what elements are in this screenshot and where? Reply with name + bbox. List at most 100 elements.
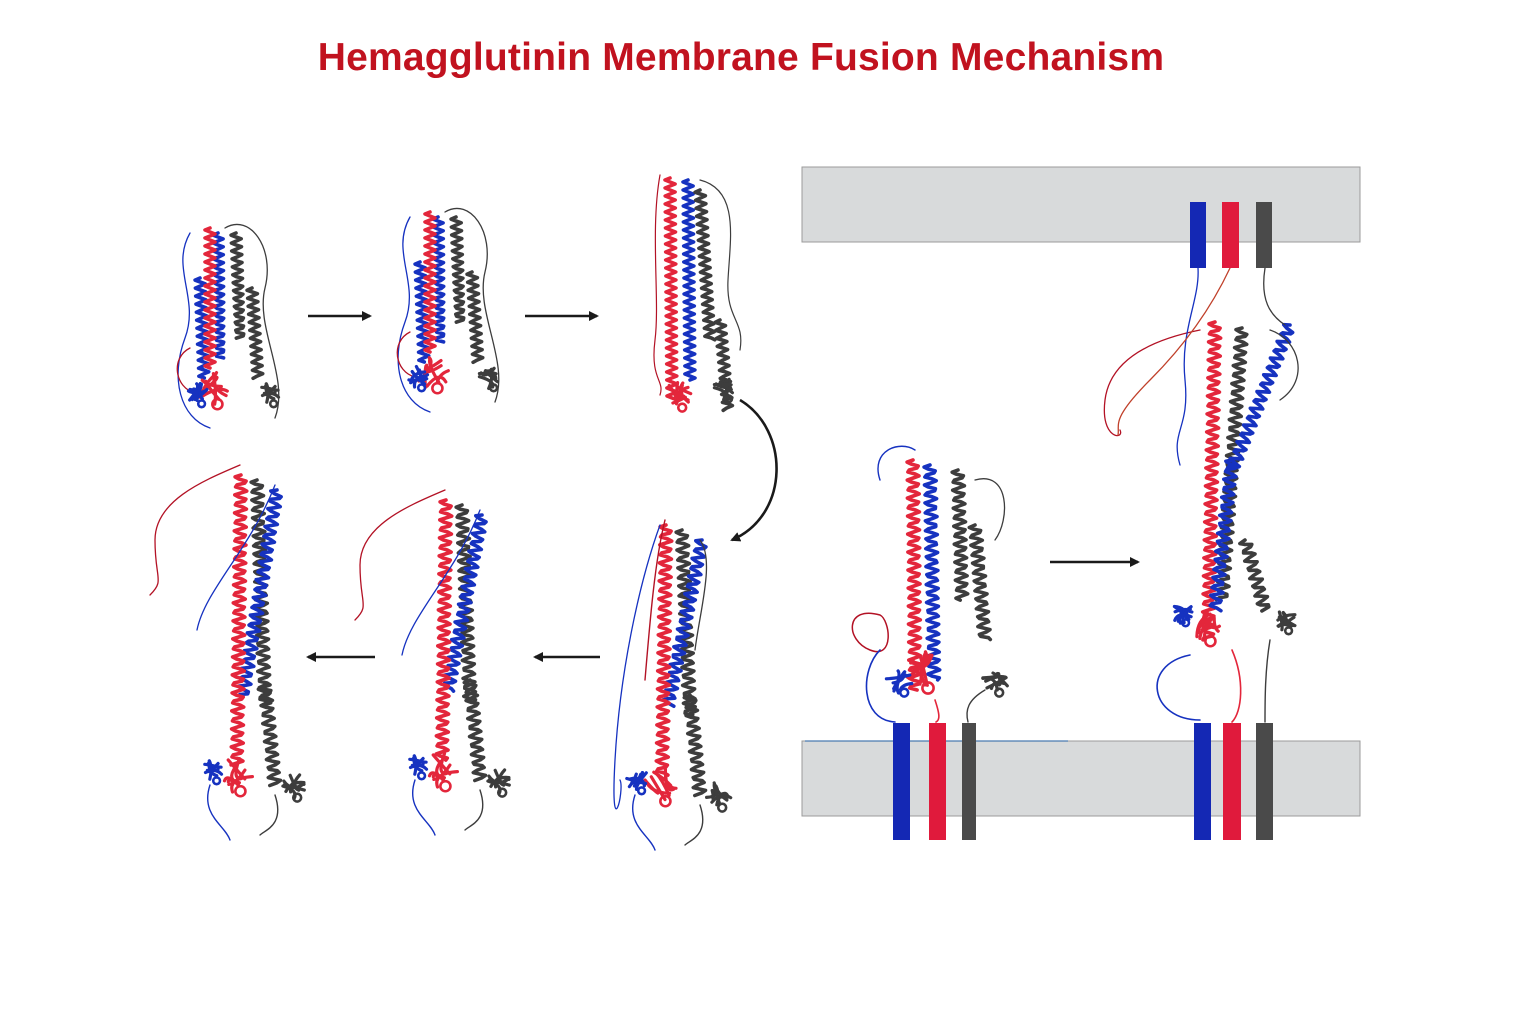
blue-linker — [1156, 654, 1201, 721]
red-linker — [934, 699, 940, 723]
gray-tail — [259, 794, 279, 836]
blue-long-helix — [442, 513, 488, 693]
blue-head — [884, 669, 914, 698]
gray-helix-2 — [465, 270, 485, 365]
gray-helix-lower — [1238, 538, 1271, 613]
red-long-helix — [229, 473, 249, 767]
fusion-peptide-gray — [694, 539, 708, 651]
red-coil — [653, 174, 662, 396]
gray-helix — [693, 188, 717, 342]
tm-anchor-red-target — [1222, 202, 1239, 268]
blue-helix — [431, 215, 446, 344]
gray-helix-2 — [245, 286, 265, 381]
tm-anchor-gray-target — [1256, 202, 1272, 268]
gray-linker — [1264, 639, 1271, 723]
gray-head — [477, 366, 499, 393]
gray-coil — [444, 207, 500, 403]
blue-helix-upper — [1225, 322, 1295, 470]
red-head — [1195, 610, 1221, 648]
gray-head — [981, 671, 1009, 698]
gray-loop — [1269, 329, 1299, 401]
fusion-peptide-blue — [196, 484, 276, 631]
red-head — [427, 752, 459, 793]
tm-anchor-blue-viral-1 — [893, 723, 910, 840]
gray-head — [260, 382, 281, 409]
viral-membrane — [801, 740, 1361, 817]
structure-intermediate-4 — [354, 489, 511, 836]
structure-prefusion — [176, 223, 281, 429]
gray-head — [281, 773, 306, 803]
gray-linker — [966, 689, 986, 723]
fusion-peptide-blue — [613, 524, 661, 810]
gray-head — [705, 781, 733, 813]
structure-intermediate-1 — [396, 207, 500, 413]
red-helix — [423, 210, 437, 354]
red-linker — [1231, 649, 1242, 723]
red-fusion-peptide — [1103, 329, 1201, 437]
transmembrane-anchors — [893, 202, 1273, 840]
blue-head — [203, 759, 224, 786]
gray-coil — [699, 179, 742, 351]
blue-helix-2 — [413, 260, 431, 364]
structure-anchored-prefusion — [851, 445, 1009, 723]
red-tether — [1117, 267, 1231, 436]
blue-tail — [632, 794, 656, 851]
gray-tail — [684, 804, 704, 846]
gray-head — [486, 768, 511, 798]
tm-anchor-gray-viral-2 — [1256, 723, 1273, 840]
gray-helix — [449, 215, 466, 324]
red-helix — [905, 458, 923, 692]
blue-head — [186, 381, 209, 409]
blue-head — [1172, 604, 1194, 628]
blue-helix — [211, 231, 226, 360]
figure-title: Hemagglutinin Membrane Fusion Mechanism — [317, 36, 1165, 79]
blue-tail — [207, 784, 231, 841]
tm-anchor-red-viral-2 — [1223, 723, 1241, 840]
blue-helix — [681, 178, 697, 382]
structure-bridging-intermediate — [1103, 267, 1299, 723]
red-helix — [1200, 320, 1223, 642]
gray-helix-2 — [967, 523, 993, 642]
gray-coil — [224, 223, 280, 419]
red-helix — [203, 226, 217, 370]
gray-coil — [974, 478, 1006, 541]
tm-anchor-red-viral-1 — [929, 723, 946, 840]
structure-intermediate-2 — [653, 174, 742, 413]
blue-tether — [1176, 267, 1199, 466]
red-long-helix — [434, 498, 454, 762]
gray-helix — [229, 231, 246, 340]
protein-structures — [149, 174, 1299, 851]
blue-head — [408, 754, 429, 781]
stage-arrows — [306, 311, 1140, 662]
blue-head — [625, 771, 648, 796]
blue-tail — [412, 779, 436, 836]
fusion-peptide-red — [149, 464, 241, 596]
gray-lower-helix — [682, 693, 708, 798]
tm-anchor-blue-target — [1190, 202, 1206, 268]
red-loop — [851, 612, 889, 653]
fusion-peptide-red — [354, 489, 446, 621]
red-coil — [396, 331, 416, 378]
gray-tether — [1263, 267, 1286, 326]
blue-helix-2 — [193, 276, 211, 380]
fusion-peptide-blue — [401, 509, 481, 656]
tm-anchor-blue-viral-2 — [1194, 723, 1211, 840]
blue-coil — [177, 232, 211, 429]
red-head — [222, 757, 254, 798]
blue-coil — [397, 216, 431, 413]
gray-lower-helix — [257, 683, 283, 788]
gray-lower-helix — [462, 678, 488, 783]
blue-linker — [865, 649, 896, 723]
gray-head — [1276, 610, 1297, 636]
gray-helix — [950, 468, 970, 602]
target-membrane — [801, 166, 1361, 243]
blue-helix-lower — [1208, 458, 1239, 613]
red-head — [643, 767, 678, 808]
arrow-3-to-4 — [730, 398, 778, 542]
red-long-helix — [654, 523, 674, 777]
tm-anchor-gray-viral-1 — [962, 723, 976, 840]
blue-coil — [877, 445, 916, 481]
blue-long-helix — [661, 538, 708, 708]
